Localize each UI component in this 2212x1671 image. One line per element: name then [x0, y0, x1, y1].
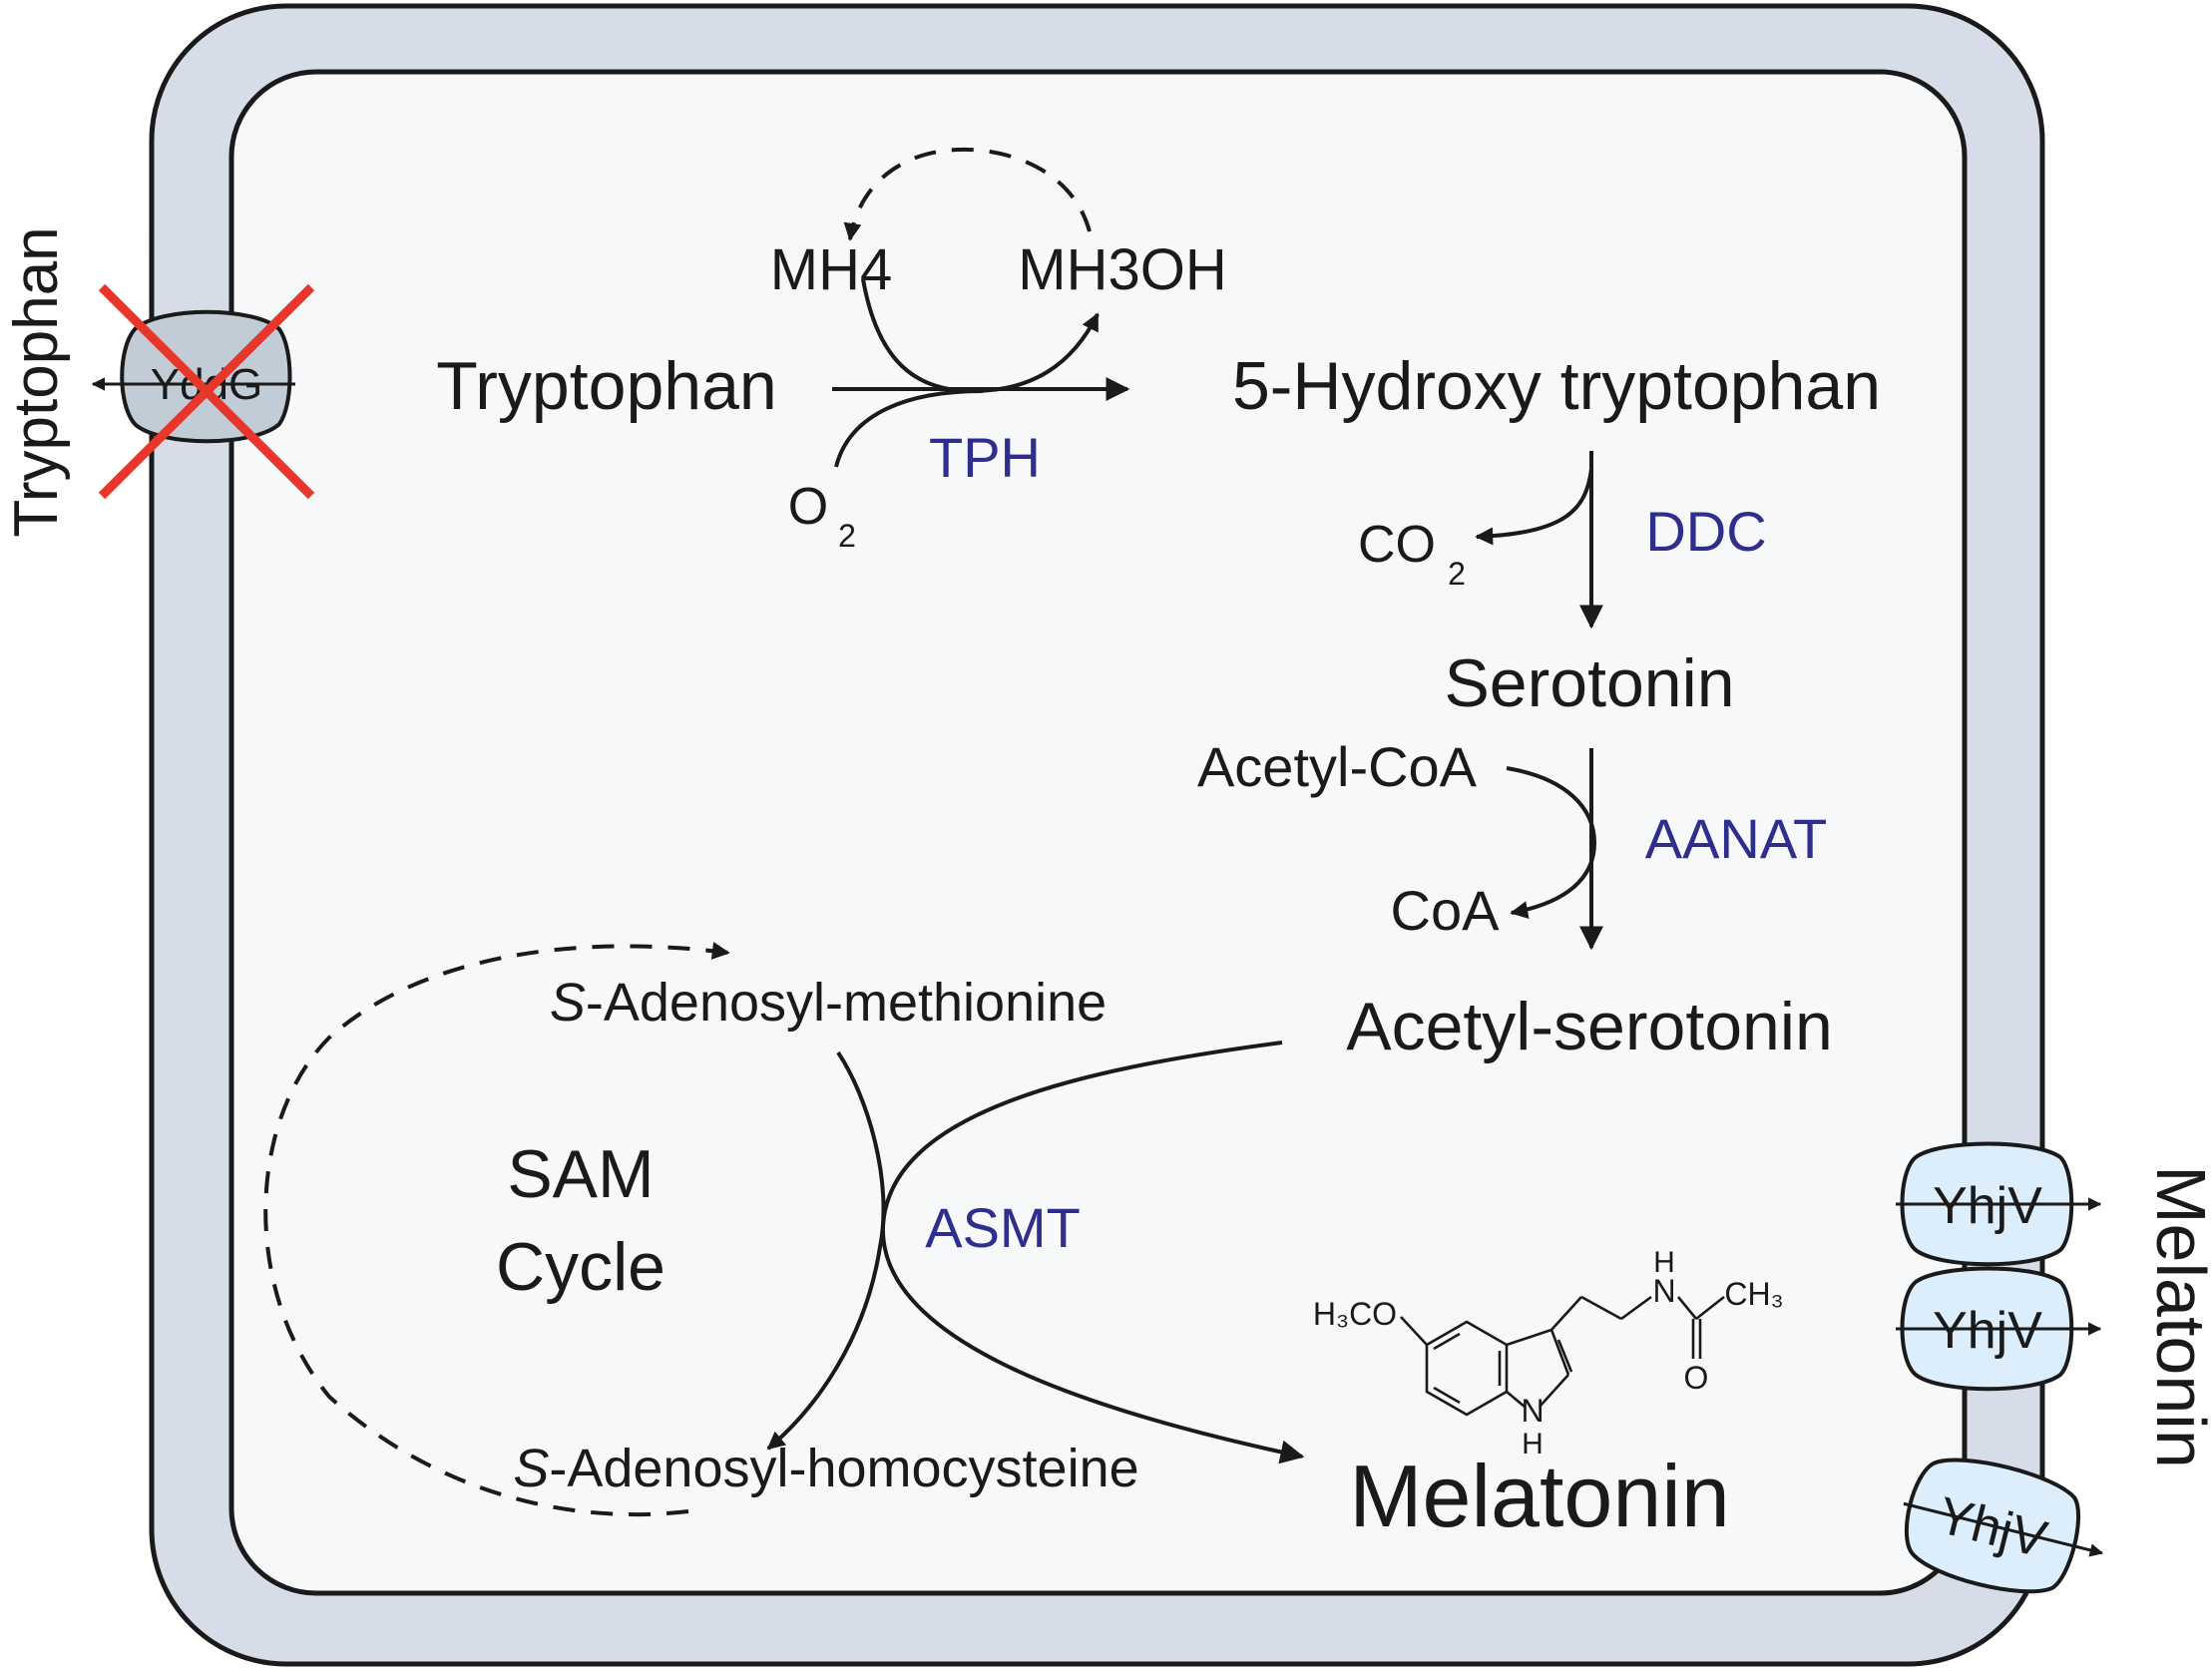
- sam-cycle-title-line2: Cycle: [496, 1229, 665, 1305]
- metabolite-acetyl-serotonin: Acetyl-serotonin: [1346, 989, 1833, 1064]
- enzyme-ddc: DDC: [1645, 500, 1766, 563]
- yddg-transporter: YddG: [91, 283, 315, 500]
- sam-cycle-title-line1: SAM: [507, 1136, 654, 1212]
- svg-text:CO: CO: [1358, 516, 1436, 574]
- metabolite-tryptophan: Tryptophan: [436, 348, 776, 424]
- external-tryptophan-label: Tryptophan: [2, 226, 71, 537]
- arrow-acetyl-coa-to-coa: [1506, 766, 1597, 919]
- ch3-label: CH₃: [1724, 1276, 1783, 1312]
- knockout-cross-icon: [98, 283, 315, 500]
- yhjv-transporter-1: YhjV: [1896, 1141, 2102, 1267]
- cytoplasm: [228, 69, 1968, 1596]
- metabolite-serotonin: Serotonin: [1444, 645, 1734, 721]
- arrow-sam-to-sah: [766, 1050, 886, 1451]
- cofactor-mh3oh: MH3OH: [1018, 237, 1226, 302]
- melatonin-structure: H₃CO N H CH₃ O N H: [1313, 1246, 1784, 1461]
- arrow-co2-out: [1475, 468, 1593, 546]
- methoxy-label: H₃CO: [1313, 1296, 1397, 1332]
- sam-cycle-dashed-loop: [263, 942, 730, 1517]
- cofactor-co2: CO 2: [1358, 516, 1466, 592]
- carbonyl-o-label: O: [1684, 1360, 1709, 1396]
- external-melatonin-label: Melatonin: [2142, 1165, 2212, 1468]
- yhjv-transporter-3: YhjV: [1903, 1458, 2104, 1594]
- sam-label: S-Adenosyl-methionine: [550, 973, 1106, 1033]
- ring-n-label: N: [1521, 1393, 1544, 1429]
- enzyme-aanat: AANAT: [1645, 807, 1828, 870]
- yddg-label: YddG: [151, 360, 263, 409]
- amide-h-label: H: [1653, 1246, 1675, 1279]
- enzyme-asmt: ASMT: [925, 1196, 1081, 1259]
- arrow-o2-in: [834, 389, 984, 468]
- cofactor-mh4: MH4: [770, 237, 892, 302]
- cofactor-acetyl-coa: Acetyl-CoA: [1197, 735, 1478, 798]
- enzyme-tph: TPH: [929, 426, 1041, 489]
- cofactor-regeneration-dashed: [843, 147, 1092, 241]
- svg-text:2: 2: [1448, 556, 1466, 592]
- metabolite-melatonin: Melatonin: [1349, 1447, 1730, 1545]
- svg-text:O: O: [788, 478, 828, 536]
- cofactor-coa: CoA: [1391, 879, 1501, 942]
- svg-text:2: 2: [838, 518, 856, 554]
- sah-label: S-Adenosyl-homocysteine: [513, 1439, 1138, 1498]
- yhjv-label-1: YhjV: [1933, 1177, 2042, 1235]
- yhjv-transporter-2: YhjV: [1896, 1266, 2102, 1392]
- metabolite-5-hydroxy-tryptophan: 5-Hydroxy tryptophan: [1232, 348, 1881, 424]
- cofactor-o2: O 2: [788, 478, 856, 554]
- yhjv-label-2: YhjV: [1933, 1302, 2042, 1360]
- amide-n-label: N: [1652, 1273, 1675, 1309]
- ring-h-label: H: [1522, 1428, 1544, 1461]
